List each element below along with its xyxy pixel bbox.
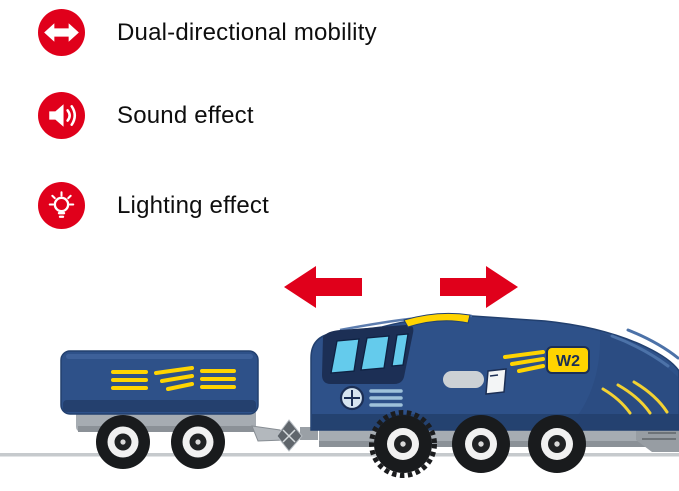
cab-windows bbox=[322, 324, 414, 384]
wheel bbox=[374, 415, 432, 473]
locomotive: W2 bbox=[310, 312, 679, 478]
tender-body bbox=[60, 350, 259, 415]
nose-streaks bbox=[601, 328, 679, 415]
cross-emblem bbox=[339, 385, 365, 411]
feature-label: Dual-directional mobility bbox=[117, 18, 377, 46]
wheel bbox=[171, 415, 225, 469]
tender-yellow-markings bbox=[111, 366, 236, 391]
loco-badge-text: W2 bbox=[556, 353, 580, 370]
track-line bbox=[0, 453, 679, 457]
side-label bbox=[485, 368, 507, 395]
loco-badge: W2 bbox=[546, 346, 590, 374]
side-vent bbox=[443, 371, 484, 388]
feature-label: Sound effect bbox=[117, 101, 254, 129]
wheel bbox=[452, 415, 510, 473]
speaker-icon bbox=[38, 92, 85, 139]
wheel bbox=[96, 415, 150, 469]
roof-lamp bbox=[403, 312, 471, 328]
wheel bbox=[528, 415, 586, 473]
right-direction-arrow bbox=[440, 266, 518, 308]
feature-row-dual-direction: Dual-directional mobility bbox=[38, 9, 377, 56]
feature-row-lighting: Lighting effect bbox=[38, 182, 269, 229]
lightbulb-icon bbox=[38, 182, 85, 229]
drive-gear-ring bbox=[369, 410, 437, 478]
wing-logo bbox=[503, 350, 545, 373]
dual-direction-arrows-icon bbox=[38, 9, 85, 56]
side-grille bbox=[369, 389, 403, 407]
left-direction-arrow bbox=[284, 266, 362, 308]
feature-row-sound: Sound effect bbox=[38, 92, 254, 139]
coupler bbox=[251, 419, 318, 452]
feature-label: Lighting effect bbox=[117, 191, 270, 219]
tender-car bbox=[60, 350, 259, 469]
